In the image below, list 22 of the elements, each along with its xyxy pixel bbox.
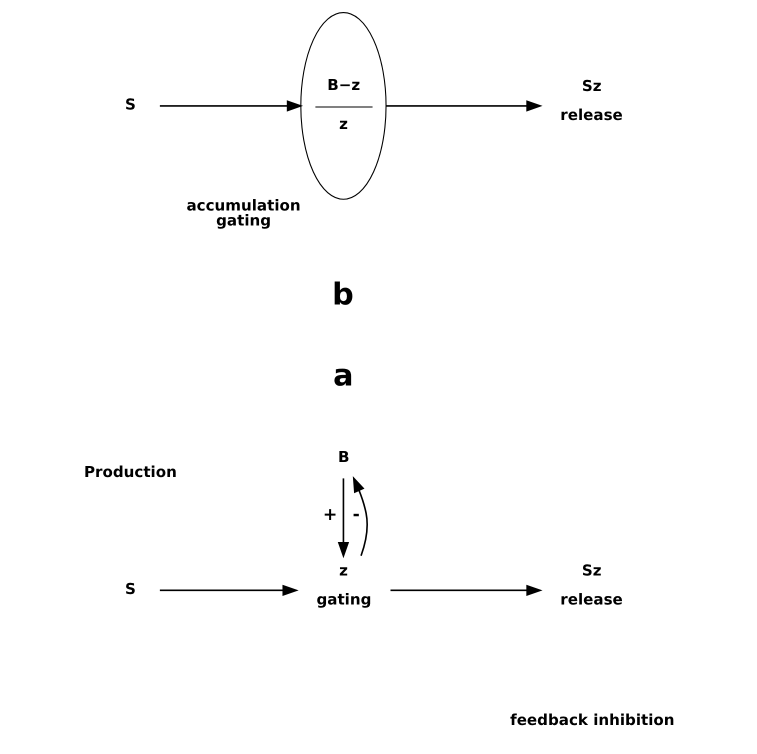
arrow (338, 478, 350, 558)
node-text: Sz (582, 561, 602, 580)
edge-label: + (322, 505, 338, 526)
arrow (160, 100, 304, 112)
node-label: release (560, 590, 623, 609)
node-ellipse: B−z z (300, 12, 387, 200)
label: feedback inhibition (510, 710, 675, 729)
arrow (160, 584, 299, 596)
edge-label: - (352, 505, 360, 526)
node-label: gating (316, 590, 372, 609)
label: Production (84, 462, 177, 481)
label: b (332, 277, 354, 312)
node-text: Sz (582, 77, 602, 96)
arrow (390, 584, 543, 596)
node-text: S (124, 580, 136, 598)
label: a (333, 358, 354, 394)
arrow (352, 476, 368, 556)
node-text: S (124, 95, 136, 114)
node-text: z (339, 561, 348, 580)
node-label: release (560, 106, 623, 124)
node-text: B (338, 448, 350, 466)
arrow (386, 100, 543, 112)
